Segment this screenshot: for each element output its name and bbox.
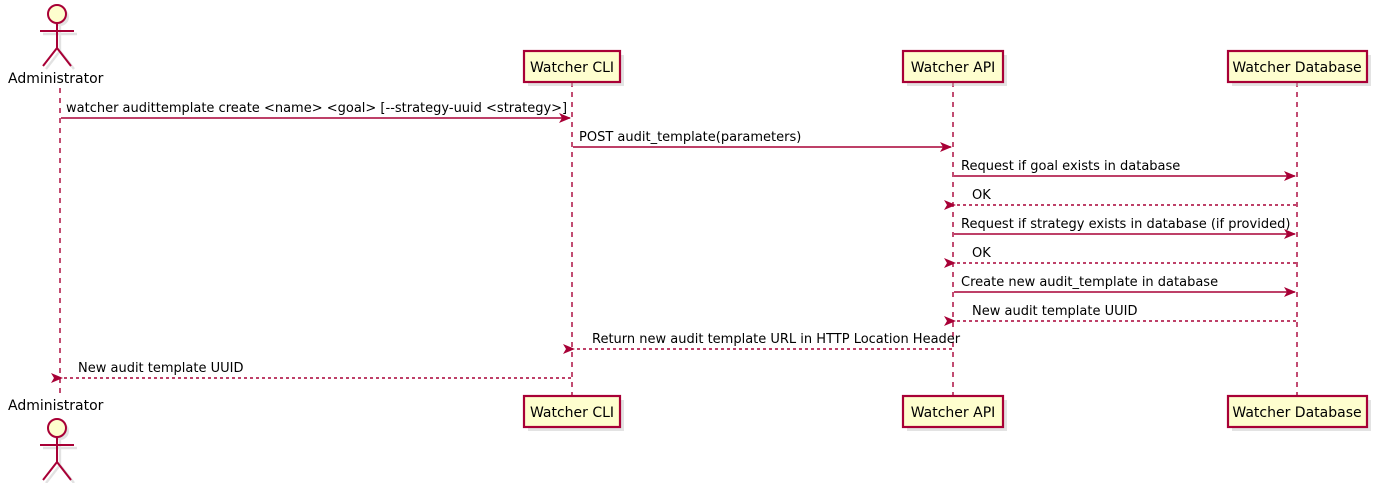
participant-label-watcher-database-top: Watcher Database — [1232, 60, 1361, 76]
participant-box-rect[interactable] — [901, 394, 1005, 429]
participant-box-watcher-database-bottom[interactable]: Watcher Database — [1226, 394, 1371, 431]
participant-box-rect[interactable] — [522, 49, 622, 84]
message-5-label: Request if strategy exists in database (… — [961, 217, 1290, 232]
message-1[interactable]: watcher audittemplate create <name> <goa… — [61, 101, 571, 123]
participant-box-rect[interactable] — [1226, 49, 1369, 84]
message-8-label: New audit template UUID — [972, 304, 1137, 319]
message-6[interactable]: OK — [944, 246, 1296, 268]
lifelines — [59, 82, 1298, 396]
participant-label-watcher-api-top: Watcher API — [911, 60, 996, 76]
participant-box-watcher-cli-top[interactable]: Watcher CLI — [522, 49, 624, 86]
actor-right-leg-line — [56, 47, 72, 67]
actor-head-icon — [47, 418, 67, 438]
message-3[interactable]: Request if goal exists in database — [954, 159, 1296, 181]
message-7-label: Create new audit_template in database — [961, 275, 1218, 290]
participant-box-rect[interactable] — [522, 394, 622, 429]
participant-box-rect[interactable] — [1226, 394, 1369, 429]
participant-box-watcher-api-bottom[interactable]: Watcher API — [901, 394, 1007, 431]
participant-box-watcher-cli-bottom[interactable]: Watcher CLI — [522, 394, 624, 431]
participant-box-watcher-api-top[interactable]: Watcher API — [901, 49, 1007, 86]
message-8[interactable]: New audit template UUID — [944, 304, 1296, 326]
actor-right-leg-line — [56, 461, 72, 481]
message-4[interactable]: OK — [944, 188, 1296, 210]
message-9[interactable]: Return new audit template URL in HTTP Lo… — [563, 332, 961, 354]
participant-box-watcher-database-top[interactable]: Watcher Database — [1226, 49, 1371, 86]
actor-left-leg-line — [42, 47, 58, 67]
message-3-label: Request if goal exists in database — [961, 159, 1180, 174]
message-10[interactable]: New audit template UUID — [51, 361, 571, 383]
participant-label-watcher-database-bottom: Watcher Database — [1232, 405, 1361, 421]
actor-administrator-top[interactable]: Administrator — [8, 4, 104, 87]
actor-administrator-bottom[interactable]: Administrator — [8, 398, 104, 483]
actor-head-icon — [47, 4, 67, 24]
participant-label-watcher-cli-top: Watcher CLI — [530, 60, 614, 76]
actor-label-administrator-top: Administrator — [8, 71, 104, 87]
actor-left-leg-line — [42, 461, 58, 481]
participant-label-watcher-api-bottom: Watcher API — [911, 405, 996, 421]
message-2[interactable]: POST audit_template(parameters) — [573, 130, 952, 152]
message-2-label: POST audit_template(parameters) — [579, 130, 801, 145]
message-5[interactable]: Request if strategy exists in database (… — [954, 217, 1296, 239]
message-9-label: Return new audit template URL in HTTP Lo… — [592, 332, 961, 347]
participant-label-watcher-cli-bottom: Watcher CLI — [530, 405, 614, 421]
message-6-label: OK — [972, 246, 991, 261]
actor-label-administrator-bottom: Administrator — [8, 398, 104, 414]
message-7[interactable]: Create new audit_template in database — [954, 275, 1296, 297]
message-10-label: New audit template UUID — [78, 361, 243, 376]
message-1-label: watcher audittemplate create <name> <goa… — [66, 101, 567, 116]
participant-box-rect[interactable] — [901, 49, 1005, 84]
message-4-label: OK — [972, 188, 991, 203]
